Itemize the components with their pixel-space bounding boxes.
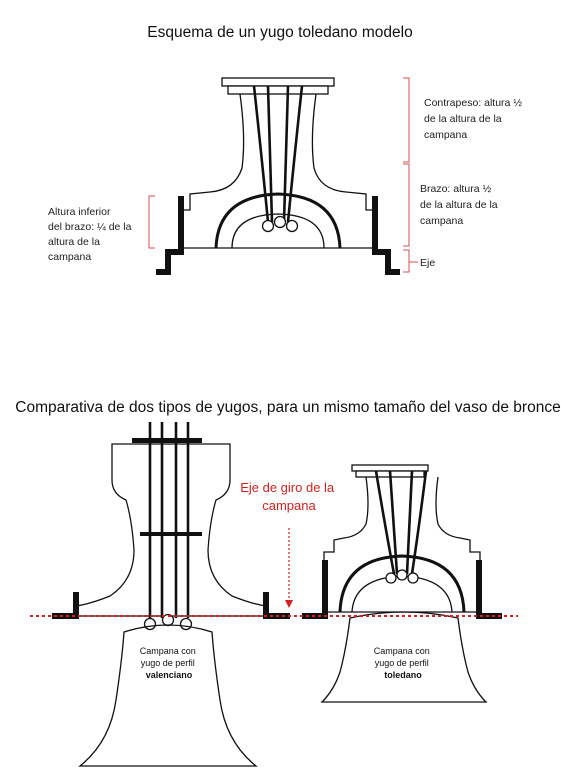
valenciano-bell-label: Campana con yugo de perfil valenciano — [140, 646, 199, 680]
contrapeso-bracket — [403, 77, 410, 163]
valenciano-yoke — [52, 422, 290, 631]
brazo-annotation: Brazo: altura ½ de la altura de la campa… — [420, 183, 501, 227]
bottom-title: Comparativa de dos tipos de yugos, para … — [15, 399, 560, 416]
eje-giro-label: Eje de giro de la campana — [240, 480, 338, 513]
eje-annotation: Eje — [420, 257, 435, 269]
toledano-yoke-schematic — [156, 77, 400, 275]
contrapeso-annotation: Contrapeso: altura ½ de la altura de la … — [424, 97, 525, 141]
toledano-yoke-compare — [302, 464, 502, 619]
eje-bracket — [403, 249, 410, 273]
toledano-bell — [320, 611, 488, 703]
toledano-bell-label: Campana con yugo de perfil toledano — [374, 646, 433, 680]
axis-arrow-head — [285, 600, 293, 608]
altura-inferior-bracket — [148, 195, 155, 249]
altura-inferior-annotation: Altura inferior del brazo: ¼ de la altur… — [48, 206, 134, 263]
top-title: Esquema de un yugo toledano modelo — [147, 24, 412, 41]
brazo-bracket — [403, 163, 410, 247]
valenciano-bell — [78, 624, 258, 767]
